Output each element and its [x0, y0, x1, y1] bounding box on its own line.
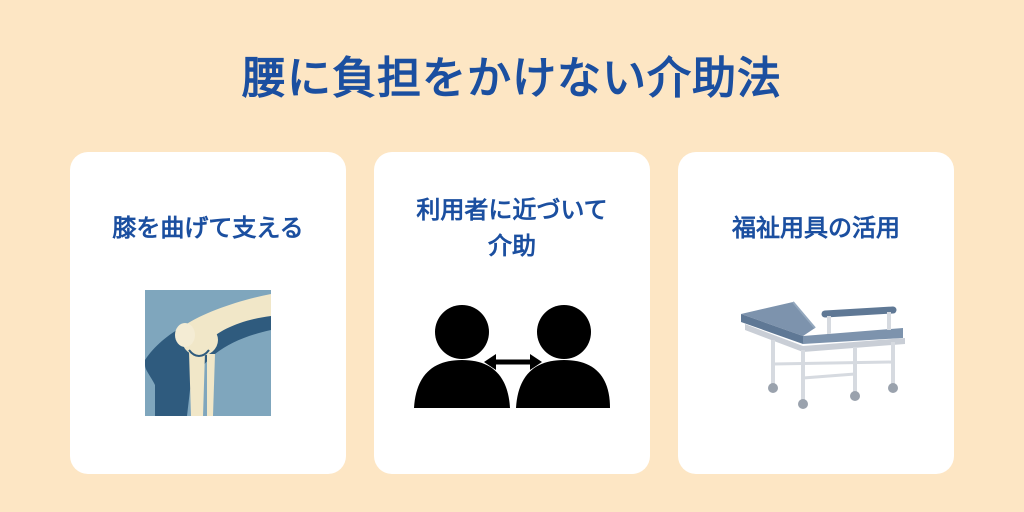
page-title: 腰に負担をかけない介助法 [242, 53, 782, 104]
stretcher-bed-icon [733, 292, 909, 416]
card-welfare-equipment: 福祉用具の活用 [678, 152, 954, 474]
card-approach-user: 利用者に近づいて 介助 [374, 152, 650, 474]
card-bend-knees: 膝を曲げて支える [70, 152, 346, 474]
card-label-line-1: 利用者に近づいて [416, 196, 608, 224]
card-label-line-2: 介助 [488, 232, 536, 260]
card-label: 利用者に近づいて 介助 [374, 192, 650, 264]
card-label: 福祉用具の活用 [732, 214, 900, 242]
people-approach-icon [414, 302, 610, 412]
knee-joint-icon [145, 290, 271, 420]
card-label: 膝を曲げて支える [112, 214, 304, 242]
